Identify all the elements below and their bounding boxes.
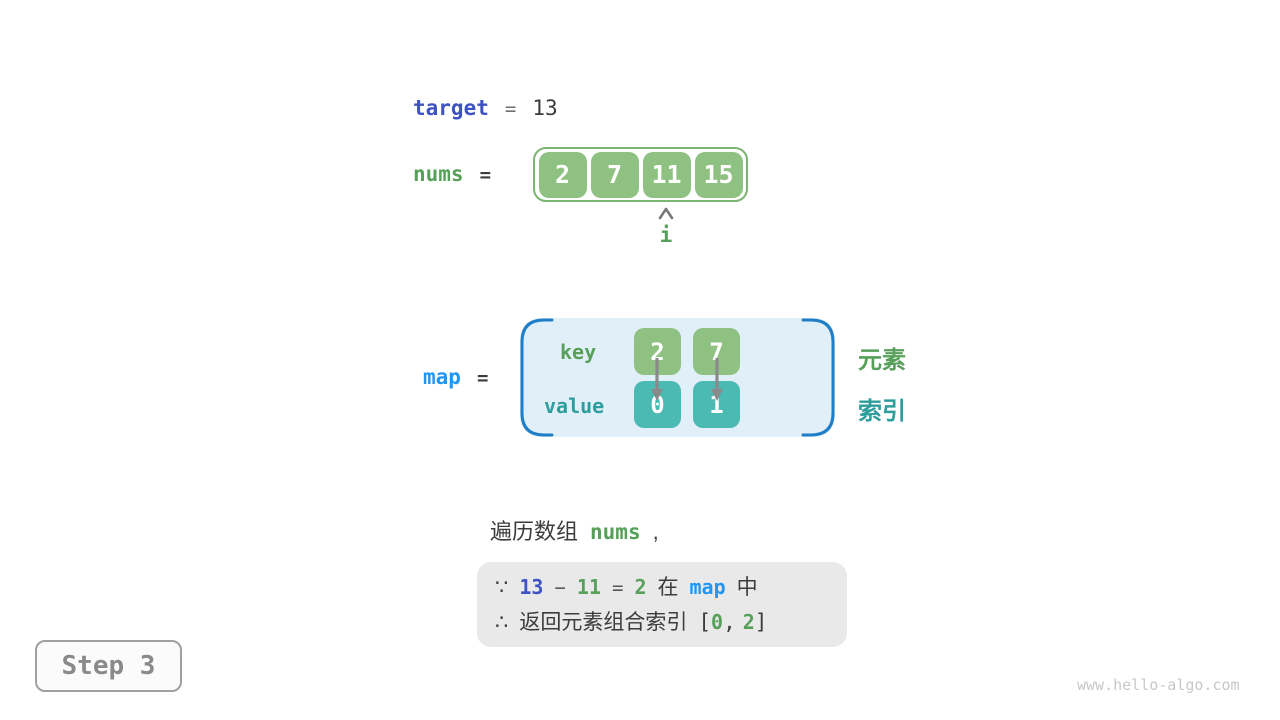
caret-up-icon <box>658 207 674 220</box>
conclusion-box: ∵ 13 − 11 = 2 在 map 中 ∴ 返回元素组合索引 [ 0 , 2… <box>477 562 847 647</box>
conclusion-line-2: ∴ 返回元素组合索引 [ 0 , 2 ] <box>495 605 847 640</box>
zh-within: 中 <box>736 576 758 599</box>
map-key-cell: 2 <box>634 328 681 375</box>
conclusion-line-1: ∵ 13 − 11 = 2 在 map 中 <box>495 570 847 605</box>
zh-return-text: 返回元素组合索引 <box>519 611 688 634</box>
map-value-cell: 0 <box>634 381 681 428</box>
nums-array-cell: 15 <box>694 151 743 198</box>
pointer-label: i <box>659 223 673 247</box>
map-value-cell: 1 <box>693 381 740 428</box>
comma: , <box>723 610 736 634</box>
zh-in: 在 <box>657 576 679 599</box>
minus-sign: − <box>554 577 566 599</box>
map-line: map = <box>423 365 488 389</box>
result-index-1: 0 <box>711 610 724 634</box>
caption-nums-ref: nums <box>590 520 641 544</box>
map-panel: key value 2 7 0 1 <box>520 318 835 437</box>
index-pointer: i <box>646 206 686 247</box>
nums-equals-sign: = <box>479 164 492 186</box>
current-num-ref: 11 <box>576 575 602 599</box>
result-index-2: 2 <box>742 610 755 634</box>
map-bracket-left-icon <box>520 318 554 437</box>
target-line: target = 13 <box>413 96 558 120</box>
difference-value: 2 <box>634 575 647 599</box>
side-label-element: 元素 <box>858 347 906 374</box>
target-value-ref: 13 <box>519 575 544 599</box>
side-label-index: 索引 <box>858 398 906 425</box>
because-symbol: ∵ <box>495 576 509 599</box>
map-value-row-label: value <box>544 394 605 418</box>
map-bracket-right-icon <box>801 318 835 437</box>
map-bracket-icons <box>520 318 835 437</box>
nums-array-cell: 7 <box>590 151 639 198</box>
map-equals-sign: = <box>476 367 489 389</box>
nums-line: nums = <box>413 162 491 186</box>
map-keyword: map <box>423 365 461 389</box>
therefore-symbol: ∴ <box>495 611 509 634</box>
nums-keyword: nums <box>413 162 464 186</box>
step-badge: Step 3 <box>35 640 182 692</box>
target-keyword: target <box>413 96 489 120</box>
nums-array: 2 7 11 15 <box>533 147 748 202</box>
target-value: 13 <box>532 96 558 120</box>
map-key-cell: 7 <box>693 328 740 375</box>
close-bracket: ] <box>754 610 768 634</box>
nums-array-cell: 11 <box>642 151 691 198</box>
result-index-pair: [ 0 , 2 ] <box>698 605 767 640</box>
open-bracket: [ <box>698 610 712 634</box>
target-equals-sign: = <box>504 98 517 120</box>
nums-array-cell: 2 <box>538 151 587 198</box>
caption-line: 遍历数组 nums , <box>490 514 659 546</box>
watermark: www.hello-algo.com <box>1077 676 1240 694</box>
caption-suffix: , <box>652 519 659 544</box>
map-ref: map <box>689 575 726 599</box>
equals-sign: = <box>612 577 624 599</box>
caption-prefix: 遍历数组 <box>490 519 579 544</box>
map-key-row-label: key <box>560 340 597 364</box>
